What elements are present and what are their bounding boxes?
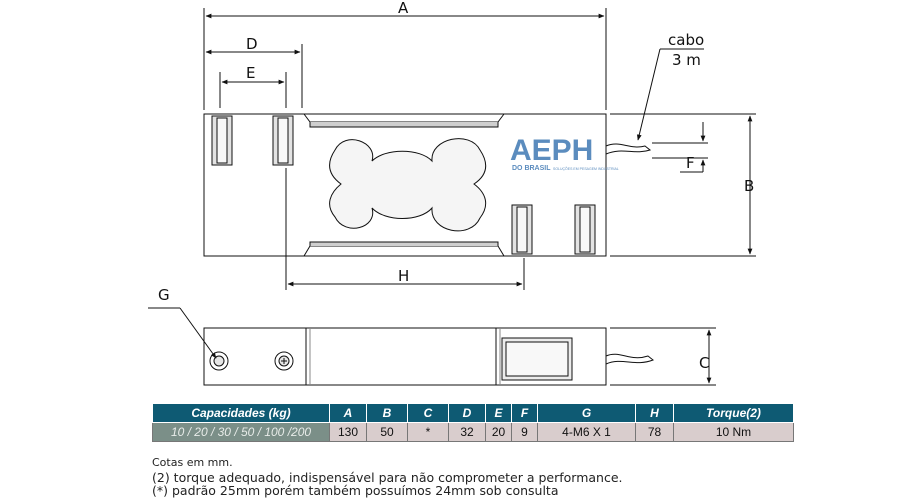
label-c: C <box>699 354 709 372</box>
header-h: H <box>635 403 674 423</box>
table-row: 10 / 20 / 30 / 50 / 100 /200 130 50 * 32… <box>152 422 794 442</box>
dimension-b <box>610 113 756 257</box>
header-a: A <box>329 403 367 423</box>
cell-f: 9 <box>511 422 538 442</box>
cell-a: 130 <box>329 422 367 442</box>
header-d: D <box>448 403 486 423</box>
label-f: F <box>686 154 695 172</box>
header-capacidades: Capacidades (kg) <box>152 403 330 423</box>
cell-b: 50 <box>366 422 408 442</box>
dimension-c <box>610 327 716 386</box>
specifications-table: Capacidades (kg) A B C D E F G H Torque(… <box>152 403 794 442</box>
label-a: A <box>398 0 409 17</box>
svg-text:SOLUÇÕES EM PESAGEM INDUSTRIAL: SOLUÇÕES EM PESAGEM INDUSTRIAL <box>553 166 619 171</box>
load-cell-technical-drawing: AEPH DO BRASIL SOLUÇÕES EM PESAGEM INDUS… <box>148 0 756 386</box>
header-torque: Torque(2) <box>673 403 794 423</box>
dimension-a <box>203 8 607 110</box>
notes: Cotas em mm. (2) torque adequado, indisp… <box>152 456 623 497</box>
cell-g: 4-M6 X 1 <box>537 422 636 442</box>
label-g: G <box>158 286 170 304</box>
table-header-row: Capacidades (kg) A B C D E F G H Torque(… <box>152 403 794 423</box>
header-b: B <box>366 403 408 423</box>
cell-capacidades: 10 / 20 / 30 / 50 / 100 /200 <box>152 422 330 442</box>
svg-text:AEPH: AEPH <box>510 134 593 167</box>
label-h: H <box>398 267 409 285</box>
dimension-e <box>219 72 287 108</box>
bolt-hole-1 <box>209 351 229 371</box>
note-torque: (2) torque adequado, indispensável para … <box>152 470 623 485</box>
svg-text:DO BRASIL: DO BRASIL <box>512 165 551 172</box>
header-e: E <box>485 403 512 423</box>
label-e: E <box>246 64 255 82</box>
top-view <box>203 113 652 257</box>
dimension-h <box>285 168 525 290</box>
cable-top <box>605 143 652 155</box>
cable-label-line1: cabo <box>668 31 704 49</box>
bolt-hole-2 <box>274 351 294 371</box>
cell-h: 78 <box>635 422 674 442</box>
header-f: F <box>511 403 538 423</box>
bone-cutout <box>329 138 487 232</box>
cell-d: 32 <box>448 422 486 442</box>
label-b: B <box>744 177 754 195</box>
label-d: D <box>246 35 258 53</box>
cell-torque: 10 Nm <box>673 422 794 442</box>
cell-e: 20 <box>485 422 512 442</box>
dimension-d <box>205 44 303 108</box>
side-view <box>203 327 654 386</box>
dimension-f <box>652 122 708 173</box>
cable-label-line2: 3 m <box>672 51 701 69</box>
cable-side <box>605 353 654 365</box>
header-c: C <box>407 403 449 423</box>
note-pattern: (*) padrão 25mm porém também possuímos 2… <box>152 483 559 498</box>
aeph-logo: AEPH DO BRASIL SOLUÇÕES EM PESAGEM INDUS… <box>510 134 619 172</box>
header-g: G <box>537 403 636 423</box>
cell-c: * <box>407 422 449 442</box>
note-units: Cotas em mm. <box>152 456 233 469</box>
